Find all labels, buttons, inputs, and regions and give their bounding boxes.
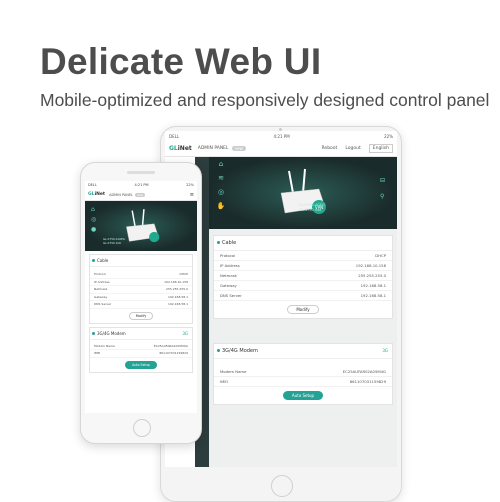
cable-title: Cable <box>214 236 392 251</box>
router-illustration: VPN <box>280 168 326 214</box>
headline: Delicate Web UI <box>40 41 322 82</box>
auto-setup-button[interactable]: Auto Setup <box>282 391 324 400</box>
phone-banner: ⌂ ◎ ● GL-X750-4x6EG GL-X750 4x6 <box>85 201 197 251</box>
modem-title: 3G/4G Modem 3G <box>90 328 192 340</box>
tablet-navbar: GLiNet ADMIN PANEL new Reboot Logout Eng… <box>165 141 397 157</box>
tablet-device: DELL 4:21 PM 22% GLiNet ADMIN PANEL new … <box>160 126 402 502</box>
phone-status-bar: DELL 4:21 PM 22% <box>85 181 197 189</box>
admin-panel-label: ADMIN PANEL <box>109 192 134 197</box>
modem-title: 3G/4G Modem 3G <box>214 344 392 359</box>
auto-setup-button[interactable]: Auto Setup <box>125 360 157 369</box>
cable-title: Cable <box>90 255 192 267</box>
banner-left-icons: ⌂ ≋ ◎ ✋ <box>209 157 233 229</box>
new-badge: new <box>231 146 246 151</box>
tablet-status-bar: DELL 4:21 PM 22% <box>165 131 397 141</box>
admin-panel-label: ADMIN PANEL <box>197 146 229 151</box>
reboot-link[interactable]: Reboot <box>321 146 338 151</box>
modify-button[interactable]: Modify <box>287 305 319 314</box>
router-icon[interactable]: ⊟ <box>379 177 385 184</box>
phone-screen: DELL 4:21 PM 22% GLiNet ADMIN PANEL new … <box>85 181 197 413</box>
new-badge: new <box>135 192 146 197</box>
globe-icon[interactable]: ◎ <box>91 216 97 223</box>
wifi-icon[interactable]: ≋ <box>218 174 224 182</box>
home-icon[interactable]: ⌂ <box>218 160 224 168</box>
phone-battery: 22% <box>186 183 194 187</box>
brand-logo[interactable]: GLiNet <box>88 192 106 197</box>
router-model: GL-X750-4GEG GL-X750 4x6 <box>299 203 325 212</box>
subline: Mobile-optimized and responsively design… <box>40 90 490 110</box>
globe-icon[interactable]: ◎ <box>217 188 225 196</box>
tablet-time: 4:21 PM <box>273 133 290 139</box>
banner-right-icons: ⊟ ⚲ <box>380 173 385 205</box>
phone-home-button[interactable] <box>133 419 151 437</box>
hamburger-menu-icon[interactable]: ≡ <box>189 191 194 198</box>
tablet-camera <box>279 128 282 131</box>
router-model: GL-X750-4x6EG GL-X750 4x6 <box>103 237 125 245</box>
phone-navbar: GLiNet ADMIN PANEL new ≡ <box>85 189 197 201</box>
vpn-label: VPN <box>315 205 323 210</box>
phone-time: 4:21 PM <box>134 183 149 187</box>
router-illustration <box>126 209 160 243</box>
home-icon[interactable]: ⌂ <box>91 206 95 213</box>
brand-logo[interactable]: GLiNet <box>169 145 192 152</box>
modify-button[interactable]: Modify <box>128 311 154 320</box>
tablet-home-button[interactable] <box>271 475 293 497</box>
phone-banner-icons: ⌂ ◎ ● <box>91 205 96 235</box>
tablet-carrier: DELL <box>169 133 180 139</box>
tablet-content: ⌂ ≋ ◎ ✋ VPN GL-X750-4GEG GL-X750 4x6 <box>209 157 397 467</box>
logout-link[interactable]: Logout <box>345 146 361 151</box>
phone-speaker <box>127 171 155 174</box>
antenna-icon[interactable]: ⚲ <box>379 193 385 200</box>
signal-icon: 3G <box>182 330 188 336</box>
tablet-battery: 22% <box>384 133 393 139</box>
phone-carrier: DELL <box>88 183 97 187</box>
phone-device: DELL 4:21 PM 22% GLiNet ADMIN PANEL new … <box>80 162 202 444</box>
language-select[interactable]: English <box>368 144 393 153</box>
signal-icon: 3G <box>382 348 388 353</box>
tablet-banner: ⌂ ≋ ◎ ✋ VPN GL-X750-4GEG GL-X750 4x6 <box>209 157 397 229</box>
user-icon[interactable]: ● <box>91 226 97 233</box>
hand-icon[interactable]: ✋ <box>216 202 226 210</box>
